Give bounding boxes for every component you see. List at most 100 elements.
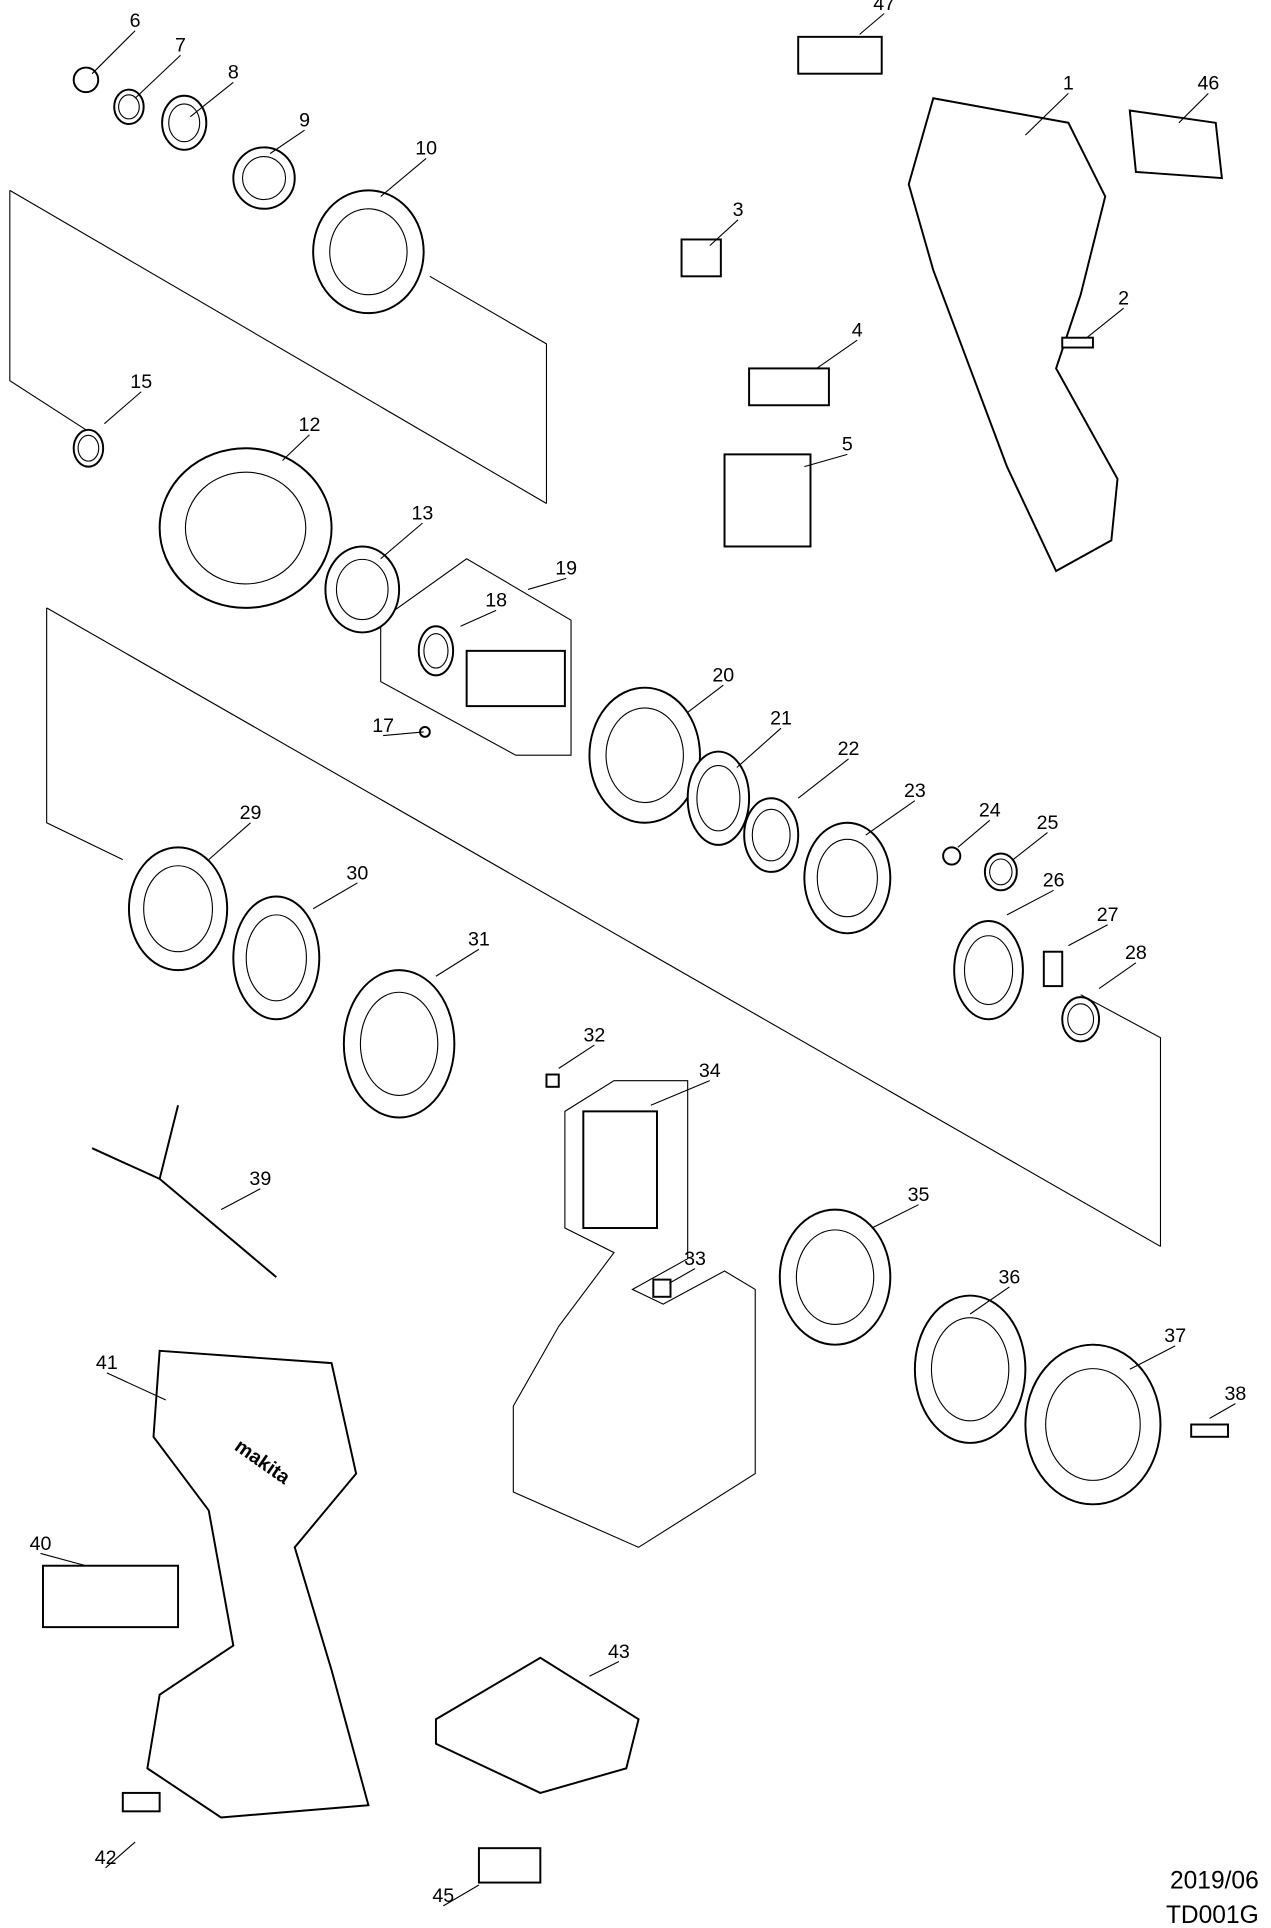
part-number-label-38: 38 <box>1224 1383 1246 1405</box>
leader-line-29 <box>208 822 251 861</box>
part-20-inner <box>605 707 684 804</box>
part-labels: 1234567891012131517181920212223242526272… <box>30 0 1247 1907</box>
part-40 <box>41 1564 180 1629</box>
part-26-inner <box>963 935 1014 1006</box>
leader-line-35 <box>871 1204 919 1229</box>
leader-line-41 <box>106 1372 167 1401</box>
parts-group: makita <box>41 35 1230 1884</box>
part-number-label-47: 47 <box>873 0 895 15</box>
part-number-label-39: 39 <box>249 1168 271 1190</box>
part-number-label-37: 37 <box>1164 1325 1186 1347</box>
leader-line-27 <box>1068 924 1108 947</box>
part-2 <box>1061 336 1094 349</box>
part-number-label-5: 5 <box>842 434 853 456</box>
part-number-label-42: 42 <box>95 1847 117 1869</box>
part-number-label-3: 3 <box>733 199 744 221</box>
part-26 <box>953 920 1024 1021</box>
part-number-label-6: 6 <box>130 10 141 32</box>
leader-line-43 <box>589 1661 620 1677</box>
leader-line-3 <box>709 219 739 247</box>
part-23-inner <box>816 838 878 918</box>
part-number-label-10: 10 <box>415 138 437 160</box>
part-3 <box>680 238 722 278</box>
part-30-inner <box>245 914 307 1002</box>
part-45 <box>477 1847 542 1884</box>
part-12-shape <box>158 447 333 609</box>
leader-line-20 <box>687 684 724 713</box>
part-20 <box>588 686 701 824</box>
part-47 <box>797 35 883 75</box>
part-23 <box>803 821 892 935</box>
part-number-label-26: 26 <box>1043 870 1065 892</box>
part-number-label-43: 43 <box>608 1641 630 1663</box>
leader-line-40 <box>40 1552 87 1567</box>
model-code-label: TD001G <box>1166 1902 1259 1928</box>
date-label: 2019/06 <box>1170 1868 1259 1895</box>
part-29 <box>127 846 229 972</box>
leader-line-17 <box>383 731 424 737</box>
part-41 <box>146 1349 370 1819</box>
part-number-label-4: 4 <box>852 319 863 341</box>
part-number-label-1: 1 <box>1063 73 1074 95</box>
leader-line-39 <box>220 1188 261 1211</box>
part-19 <box>465 649 566 708</box>
leader-line-30 <box>312 882 358 910</box>
leader-line-45 <box>443 1884 480 1907</box>
leader-line-21 <box>736 727 782 768</box>
leader-line-47 <box>859 13 885 35</box>
leader-line-23 <box>865 800 916 836</box>
part-42 <box>121 1791 161 1813</box>
part-1 <box>907 97 1119 573</box>
part-38 <box>1190 1423 1230 1438</box>
part-number-label-17: 17 <box>372 715 394 737</box>
part-45-shape <box>477 1847 542 1884</box>
part-28-inner <box>1067 1003 1095 1036</box>
leader-line-24 <box>957 819 991 848</box>
part-1-shape <box>907 97 1119 573</box>
part-8 <box>161 94 208 151</box>
part-number-label-41: 41 <box>96 1352 118 1374</box>
leader-line-34 <box>650 1080 711 1106</box>
part-number-label-25: 25 <box>1037 812 1059 834</box>
part-number-label-46: 46 <box>1197 73 1219 95</box>
part-24 <box>942 846 962 866</box>
part-47-shape <box>797 35 883 75</box>
part-13-inner <box>335 558 389 621</box>
part-number-label-13: 13 <box>412 502 434 524</box>
part-34-shape <box>582 1110 658 1230</box>
leader-line-4 <box>816 339 858 369</box>
part-2-shape <box>1061 336 1094 349</box>
leader-line-46 <box>1178 92 1209 124</box>
part-7-inner <box>118 94 140 120</box>
leader-line-8 <box>189 81 234 118</box>
part-33-shape <box>652 1278 672 1298</box>
part-21-inner <box>696 764 741 832</box>
part-43-shape <box>434 1656 640 1794</box>
leader-line-38 <box>1209 1403 1236 1419</box>
leader-line-10 <box>380 157 427 197</box>
part-38-shape <box>1190 1423 1230 1438</box>
part-number-label-33: 33 <box>684 1248 706 1270</box>
part-22-inner <box>751 808 791 862</box>
part-5-shape <box>723 453 812 548</box>
part-37 <box>1024 1343 1162 1506</box>
part-number-label-29: 29 <box>240 802 262 824</box>
part-24-shape <box>942 846 962 866</box>
part-12-inner <box>184 471 307 585</box>
leader-line-28 <box>1098 962 1137 990</box>
part-number-label-35: 35 <box>908 1184 930 1206</box>
leader-line-1 <box>1025 92 1069 136</box>
part-21 <box>686 750 751 846</box>
leader-line-7 <box>134 54 181 99</box>
part-number-label-7: 7 <box>175 35 186 57</box>
part-number-label-19: 19 <box>555 558 577 580</box>
leader-line-26 <box>1006 889 1054 916</box>
part-25 <box>983 852 1018 892</box>
leader-line-33 <box>668 1268 696 1284</box>
part-39 <box>91 1104 277 1278</box>
part-number-label-23: 23 <box>904 780 926 802</box>
part-number-label-2: 2 <box>1118 288 1129 310</box>
leader-line-42 <box>105 1841 136 1869</box>
part-22 <box>743 797 800 873</box>
